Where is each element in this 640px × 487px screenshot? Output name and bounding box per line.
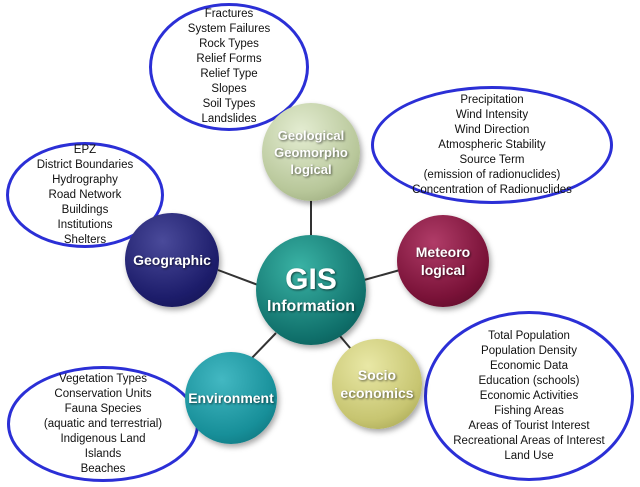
geological-details-oval: Fractures System Failures Rock Types Rel…	[149, 3, 309, 131]
socio-items-list: Total Population Population Density Econ…	[453, 329, 605, 464]
socio-details-oval: Total Population Population Density Econ…	[424, 311, 634, 481]
list-item: Hydrography	[52, 173, 118, 186]
list-item: Areas of Tourist Interest	[468, 419, 590, 432]
list-item: Rock Types	[199, 38, 259, 50]
list-item: Total Population	[488, 329, 570, 342]
list-item: Relief Forms	[196, 53, 262, 65]
list-item: Wind Direction	[454, 123, 530, 136]
socio-node: Socio economics	[332, 339, 422, 429]
list-item: Land Use	[504, 449, 554, 462]
gis-center-node: GIS Information	[256, 235, 366, 345]
list-item: Precipitation	[460, 93, 524, 106]
environment-details-oval: Vegetation Types Conservation Units Faun…	[7, 366, 199, 482]
socio-label: Socio economics	[340, 367, 414, 401]
meteoro-items-list: Precipitation Wind Intensity Wind Direct…	[412, 93, 572, 198]
geographic-items-list: EPZ District Boundaries Hydrography Road…	[37, 143, 134, 248]
list-item: (emission of radionuclides)	[423, 168, 561, 181]
list-item: Fishing Areas	[494, 404, 564, 417]
list-item: Shelters	[63, 233, 107, 246]
list-item: Fractures	[204, 8, 254, 20]
list-item: Conservation Units	[54, 387, 152, 400]
list-item: Landslides	[201, 113, 257, 125]
connector-meteoro	[363, 269, 401, 281]
list-item: Population Density	[481, 344, 577, 357]
list-item: Source Term	[459, 153, 525, 166]
list-item: Indigenous Land	[60, 432, 146, 445]
geographic-label: Geographic	[133, 252, 211, 268]
center-title: GIS	[285, 263, 337, 296]
list-item: Recreational Areas of Interest	[453, 434, 605, 447]
list-item: Education (schools)	[478, 374, 580, 387]
environment-node: Environment	[185, 352, 277, 444]
meteoro-label: Meteoro logical	[415, 244, 471, 278]
list-item: Vegetation Types	[58, 372, 148, 385]
list-item: Atmospheric Stability	[438, 138, 546, 151]
list-item: Slopes	[211, 83, 247, 95]
meteoro-node: Meteoro logical	[397, 215, 489, 307]
list-item: District Boundaries	[36, 158, 134, 171]
list-item: System Failures	[187, 23, 271, 35]
list-item: Fauna Species	[64, 402, 142, 415]
list-item: Wind Intensity	[455, 108, 529, 121]
geological-label: Geological Geomorpho logical	[274, 127, 348, 177]
list-item: Economic Activities	[479, 389, 579, 402]
list-item: Institutions	[57, 218, 113, 231]
list-item: Beaches	[80, 462, 126, 475]
meteoro-details-oval: Precipitation Wind Intensity Wind Direct…	[371, 86, 613, 204]
center-subtitle: Information	[267, 298, 355, 315]
geographic-node: Geographic	[125, 213, 219, 307]
geological-node: Geological Geomorpho logical	[262, 103, 360, 201]
list-item: Concentration of Radionuclides	[412, 183, 572, 196]
list-item: Road Network	[48, 188, 122, 201]
environment-label: Environment	[188, 390, 274, 406]
connector-geographic	[217, 269, 259, 286]
list-item: Soil Types	[202, 98, 256, 110]
geological-items-list: Fractures System Failures Rock Types Rel…	[188, 7, 270, 127]
list-item: (aquatic and terrestrial)	[43, 417, 163, 430]
environment-items-list: Vegetation Types Conservation Units Faun…	[44, 372, 162, 477]
list-item: Economic Data	[490, 359, 568, 372]
list-item: Islands	[84, 447, 122, 460]
geographic-details-oval: EPZ District Boundaries Hydrography Road…	[6, 142, 164, 248]
list-item: Relief Type	[200, 68, 258, 80]
list-item: Buildings	[61, 203, 109, 216]
connector-environment	[249, 332, 277, 361]
list-item: EPZ	[73, 143, 97, 156]
